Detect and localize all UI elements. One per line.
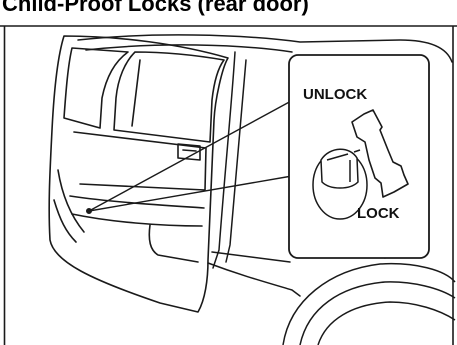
rear-door bbox=[49, 36, 228, 312]
rear-wheel bbox=[283, 264, 455, 345]
callout-leader-lines bbox=[89, 100, 293, 211]
unlock-label: UNLOCK bbox=[303, 86, 367, 104]
lock-label: LOCK bbox=[357, 205, 400, 223]
